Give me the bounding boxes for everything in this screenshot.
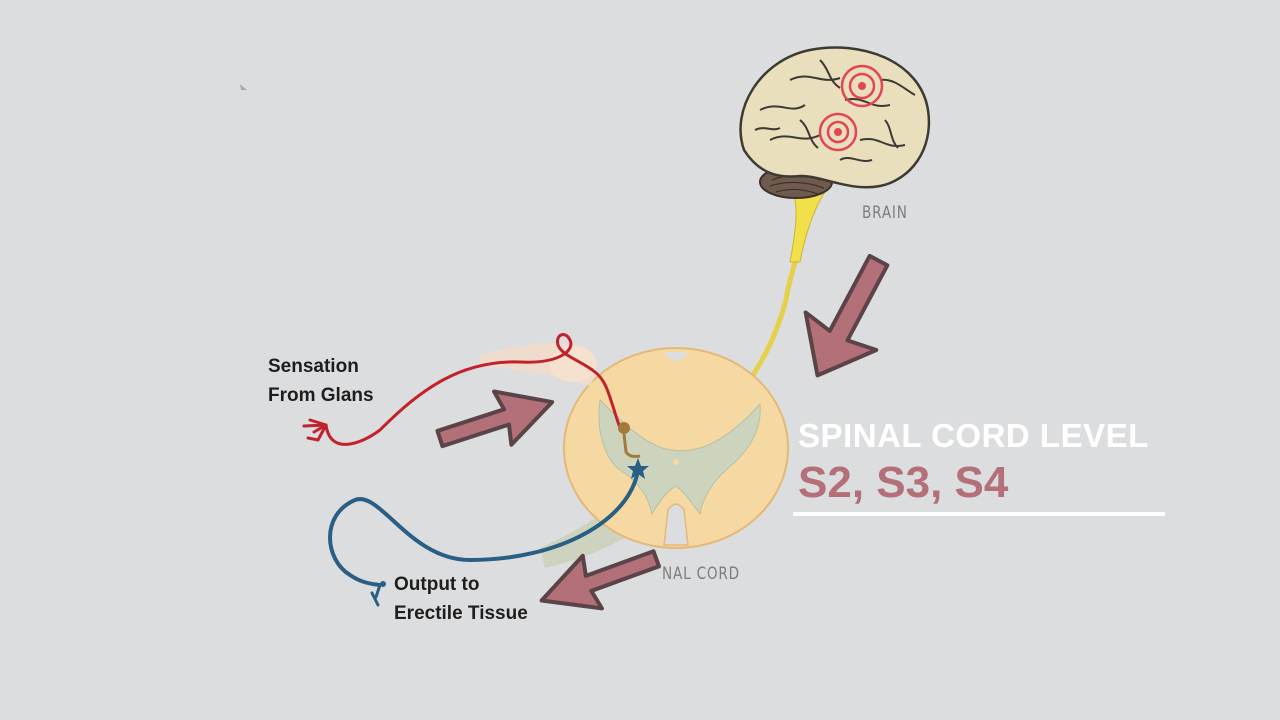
label-output-line1: Output to <box>394 574 480 595</box>
spinal-cord-level-values: S2, S3, S4 <box>798 458 1009 507</box>
brainstem <box>788 187 827 263</box>
label-sensation: Sensation From Glans <box>268 352 374 410</box>
label-brain: BRAIN <box>862 203 908 223</box>
label-output-line2: Erectile Tissue <box>394 603 528 624</box>
arrow-sensory <box>435 389 555 449</box>
label-spinal-cord: NAL CORD <box>662 564 740 584</box>
label-output: Output to Erectile Tissue <box>394 570 528 628</box>
arrow-from-brain <box>803 253 890 378</box>
star-synapse-icon <box>627 458 649 479</box>
brain-illustration <box>739 46 931 199</box>
motor-nerve <box>328 458 649 607</box>
label-sensation-line1: Sensation <box>268 356 359 377</box>
sensory-nerve <box>302 333 641 458</box>
spinal-cord-level-title: SPINAL CORD LEVEL <box>798 417 1149 454</box>
arrow-output <box>539 549 661 611</box>
cursor-mark <box>240 84 247 90</box>
title-underline <box>793 512 1165 516</box>
label-sensation-line2: From Glans <box>268 385 374 406</box>
